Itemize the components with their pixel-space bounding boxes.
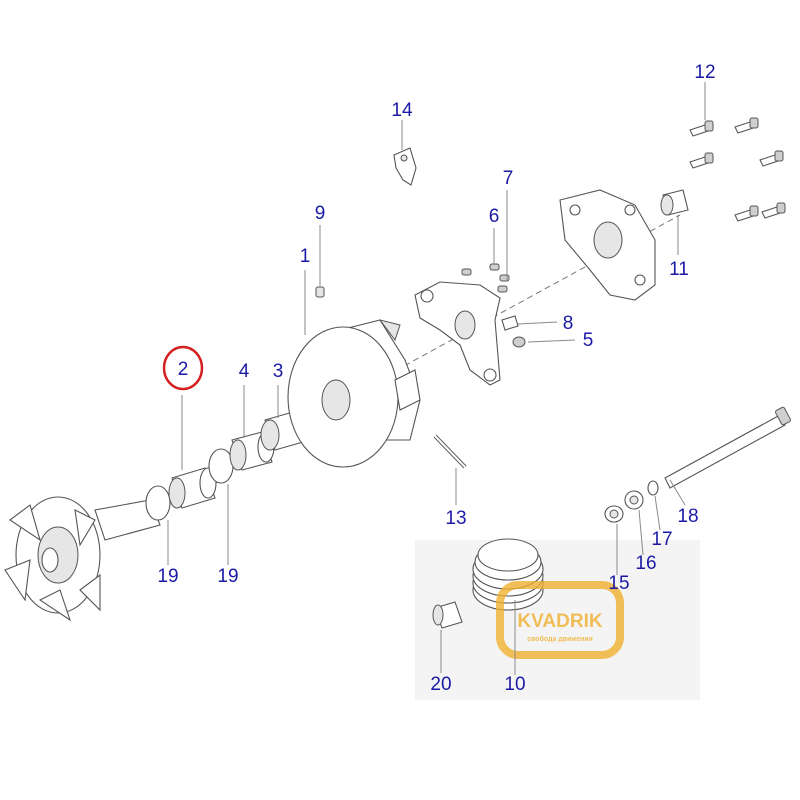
spring-part-10 (472, 538, 544, 611)
spider-assembly (414, 281, 501, 386)
watermark-box (496, 581, 624, 659)
inset-background (415, 540, 700, 700)
highlight-circle (162, 345, 204, 391)
kvadrik-watermark: KVADRIK свобода движения (496, 581, 624, 659)
callout-18: 18 (677, 506, 698, 527)
washers-part-15-17 (604, 480, 659, 523)
fan-shaft-part (4, 496, 161, 622)
leader-lines (167, 82, 706, 675)
bolts-part-12 (689, 117, 786, 222)
pin-part-9 (315, 286, 325, 298)
snap-ring-left (145, 485, 171, 521)
callout-2: 2 (178, 359, 189, 380)
pin-part-13 (433, 434, 467, 469)
callout-labels: 1 2 3 4 5 6 7 8 9 10 11 12 13 14 15 16 1… (157, 62, 715, 695)
nut-part-5 (512, 336, 526, 348)
callout-7: 7 (503, 168, 514, 189)
callout-4: 4 (239, 361, 250, 382)
callout-3: 3 (273, 361, 284, 382)
cam-weight-part-14 (393, 147, 417, 186)
snap-ring-right (208, 448, 234, 484)
watermark-tagline: свобода движения (527, 635, 593, 643)
bushing-part-2 (168, 467, 217, 509)
callout-11: 11 (669, 259, 689, 280)
callout-20: 20 (430, 674, 451, 695)
callout-6: 6 (489, 206, 500, 227)
callout-1: 1 (300, 246, 311, 267)
pin-part-8 (501, 315, 519, 331)
callout-19-left: 19 (157, 566, 178, 587)
callout-9: 9 (315, 203, 326, 224)
bushing-part-20 (432, 601, 463, 629)
watermark-brand: KVADRIK (517, 611, 602, 632)
bushing-part-11 (660, 189, 689, 216)
callout-13: 13 (445, 508, 466, 529)
callout-10: 10 (504, 674, 525, 695)
bolt-part-18 (664, 406, 791, 489)
cover-assembly (559, 189, 656, 301)
callout-17: 17 (651, 529, 672, 550)
callout-5: 5 (583, 330, 594, 351)
callout-12: 12 (694, 62, 715, 83)
callout-15: 15 (608, 573, 629, 594)
sheave-part-1 (287, 319, 421, 468)
callout-19-right: 19 (217, 566, 238, 587)
callout-14: 14 (391, 100, 413, 121)
callout-8: 8 (563, 313, 574, 334)
callout-16: 16 (635, 553, 656, 574)
